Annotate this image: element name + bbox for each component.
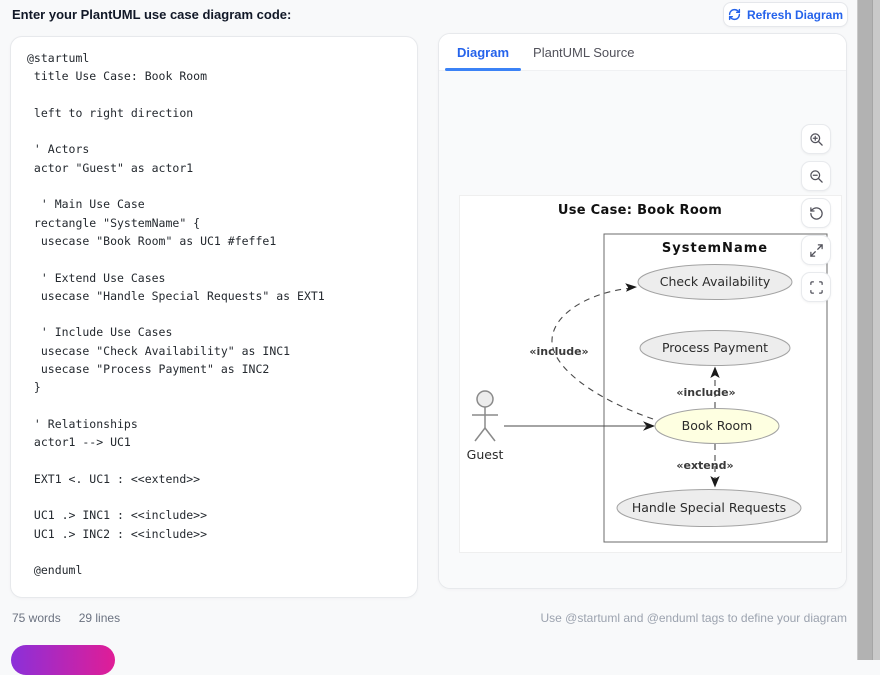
usecase-diagram: Use Case: Book Room SystemName Chec (467, 203, 828, 543)
fullscreen-icon (809, 280, 823, 294)
usecase-process-payment (639, 330, 791, 366)
include-edge-curve (551, 287, 654, 420)
arrowhead (710, 476, 720, 488)
include-label-mid: «include» (676, 386, 735, 399)
zoom-in-icon (809, 132, 823, 146)
zoom-out-button[interactable] (801, 161, 831, 191)
zoom-controls (801, 124, 831, 302)
footer-hint: Use @startuml and @enduml tags to define… (540, 611, 847, 625)
tab-diagram[interactable]: Diagram (445, 34, 522, 71)
page-title: Enter your PlantUML use case diagram cod… (12, 7, 292, 22)
actor-label: Guest (467, 447, 504, 462)
usecase-book-room (654, 408, 780, 444)
refresh-diagram-button[interactable]: Refresh Diagram (723, 2, 848, 27)
line-count: 29 lines (78, 611, 121, 625)
zoom-in-button[interactable] (801, 124, 831, 154)
usecase-label: Check Availability (660, 274, 771, 289)
diagram-canvas[interactable]: Use Case: Book Room SystemName Chec (459, 195, 842, 553)
page-scrollbar[interactable] (857, 0, 880, 660)
zoom-out-icon (809, 169, 823, 183)
expand-icon (809, 243, 823, 257)
actor-figure (472, 390, 498, 442)
arrowhead (625, 283, 637, 292)
diagram-title: Use Case: Book Room (558, 203, 722, 218)
extend-label: «extend» (676, 459, 733, 472)
usecase-check-availability (637, 264, 793, 300)
arrowhead (710, 366, 720, 378)
usecase-handle-special-requests (616, 489, 802, 527)
usecase-label: Book Room (682, 418, 753, 433)
include-label-left: «include» (529, 345, 588, 358)
system-boundary-label: SystemName (662, 241, 768, 256)
refresh-diagram-label: Refresh Diagram (746, 7, 844, 22)
plantuml-code-input[interactable]: @startuml title Use Case: Book Room left… (27, 51, 325, 578)
usecase-label: Handle Special Requests (632, 500, 786, 515)
fullscreen-button[interactable] (801, 272, 831, 302)
arrowhead (643, 421, 655, 431)
code-editor[interactable]: @startuml title Use Case: Book Room left… (10, 36, 418, 598)
usecase-label: Process Payment (662, 340, 768, 355)
gradient-action-button[interactable] (11, 645, 115, 675)
reset-view-icon (809, 206, 823, 220)
preview-panel: Diagram PlantUML Source Use Case: Book R… (438, 33, 847, 589)
tab-plantuml-source[interactable]: PlantUML Source (533, 44, 635, 60)
word-count: 75 words (12, 611, 61, 625)
scrollbar-thumb[interactable] (858, 0, 873, 660)
expand-button[interactable] (801, 235, 831, 265)
editor-stats: 75 words 29 lines (12, 611, 120, 625)
refresh-icon (728, 8, 741, 21)
diagram-viewport: Use Case: Book Room SystemName Chec (439, 71, 846, 588)
preview-tabbar: Diagram PlantUML Source (439, 34, 846, 71)
reset-view-button[interactable] (801, 198, 831, 228)
